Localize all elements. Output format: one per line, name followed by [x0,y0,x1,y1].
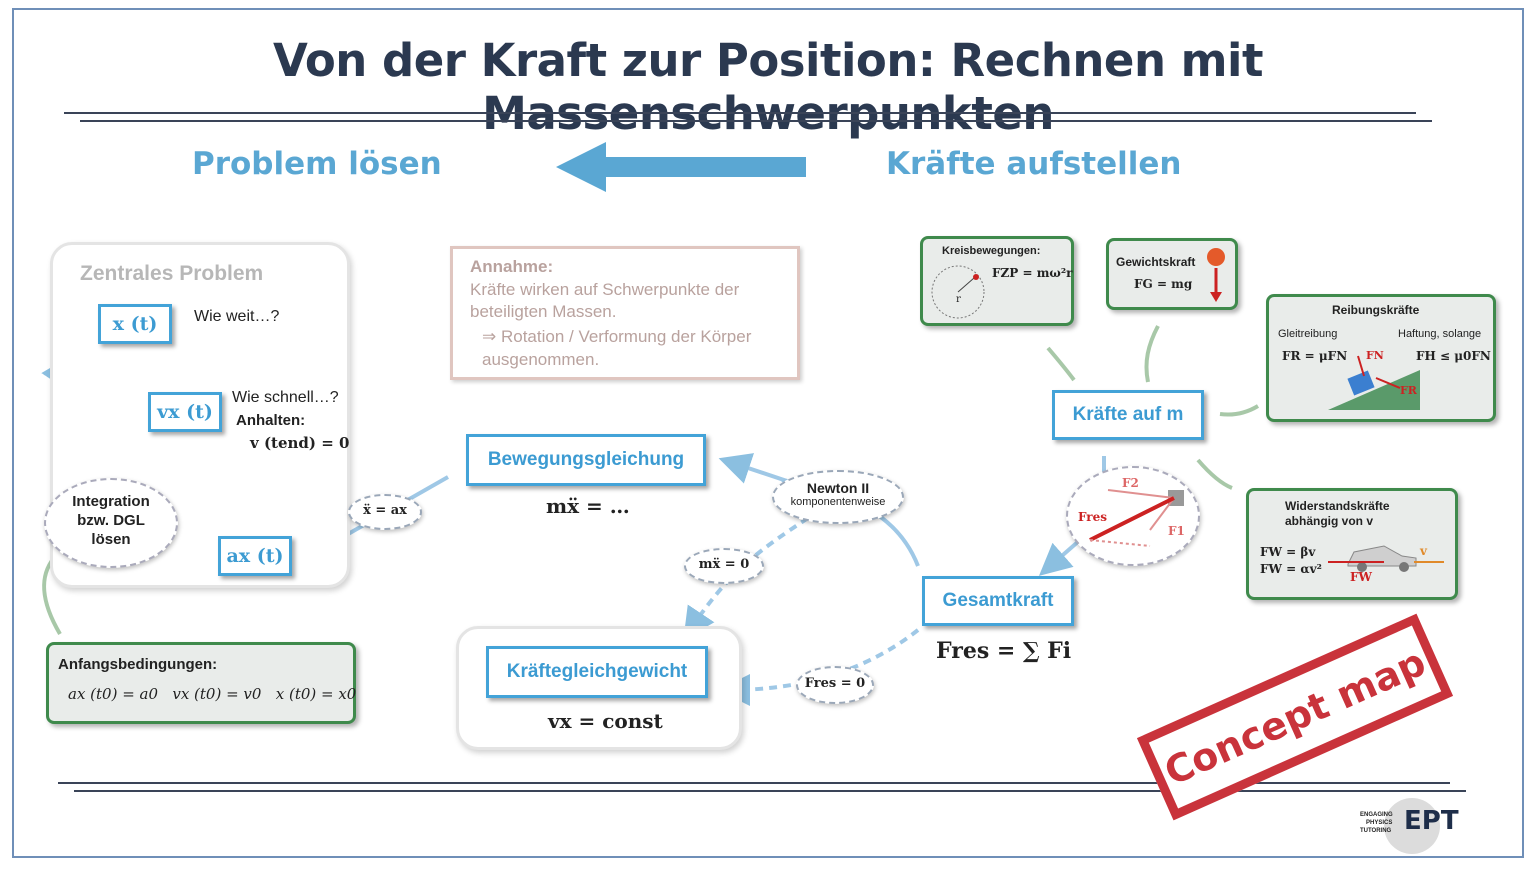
assumption-line2: ⇒ Rotation / Verformung der Körper ausge… [482,327,752,369]
equilibrium-formula: vx = const [548,709,663,733]
newton-label: Newton II [806,480,870,496]
friction-static-label: Haftung, solange [1398,328,1482,340]
vector-label-f1: F1 [1168,524,1185,538]
arrow-left-icon [556,142,806,192]
wie-schnell-label: Wie schnell…? [232,389,339,406]
position-box: x (t) [98,304,172,344]
initial-conditions-label: Anfangsbedingungen: [58,656,218,673]
equation-of-motion-formula: mẍ = … [546,494,630,518]
friction-static-formula: FH ≤ μ0FN [1416,349,1491,363]
forces-on-m-box: Kräfte auf m [1052,390,1204,440]
drag-force-formula-2: FW = αv² [1260,562,1322,576]
anhalten-label: Anhalten: [236,412,306,429]
equation-of-motion-box: Bewegungsgleichung [466,434,706,486]
integration-label: Integration bzw. DGL lösen [72,493,150,548]
drag-force-box [1246,488,1458,600]
logo-small-3: TUTORING [1360,828,1392,834]
acceleration-box: ax (t) [218,536,292,576]
heading-problem-loesen: Problem lösen [192,146,442,182]
drag-force-arrow-label: FW [1350,570,1372,584]
circle-motion-icon [931,265,985,319]
wie-weit-label: Wie weit…? [194,308,280,325]
circular-motion-label: Kreisbewegungen: [942,245,1041,257]
vector-label-fres: Fres [1078,510,1108,524]
logo-small-1: ENGAGING [1360,812,1393,818]
friction-force-label: FR [1400,384,1417,397]
ept-logo [1384,798,1440,854]
initial-conditions-box [46,642,356,724]
car-icon [1328,545,1444,572]
page-title: Von der Kraft zur Position: Rechnen mit … [273,34,1263,140]
friction-sliding-label: Gleitreibung [1278,328,1338,340]
drag-force-label-2: abhängig von v [1285,514,1374,528]
fres-zero-oval: Fres = 0 [796,666,874,704]
circular-motion-box [920,236,1074,326]
integration-oval: Integration bzw. DGL lösen [44,478,178,568]
total-force-formula: Fres = ∑ Fi [936,638,1072,664]
footer-rule-top [58,782,1450,784]
title-rule-bottom [80,120,1432,122]
acceleration-oval: ẍ = ax [348,494,422,530]
weight-force-label: Gewichtskraft [1116,255,1196,269]
slide-frame [12,8,1524,858]
drag-velocity-label: v [1420,544,1427,558]
friction-label: Reibungskräfte [1332,303,1420,317]
friction-sliding-formula: FR = μFN [1282,349,1348,363]
weight-force-formula: FG = mg [1134,277,1193,291]
assumption-label: Annahme: [470,257,554,276]
logo-small-2: PHYSICS [1366,820,1393,826]
newton-oval: Newton II komponentenweise [772,470,904,524]
initial-conditions-equation: ax (t0) = a0 vx (t0) = v0 x (t0) = x0 [68,685,357,703]
circular-motion-formula: FZP = mω²r [992,266,1073,280]
mx-zero-oval: mẍ = 0 [684,548,764,584]
velocity-box: vx (t) [148,392,222,432]
central-problem-label: Zentrales Problem [80,262,264,285]
anhalten-equation: v (tend) = 0 [250,434,350,452]
drag-force-label-1: Widerstandskräfte [1285,499,1390,513]
newton-sublabel: komponentenweise [790,496,886,508]
title-rule-top [64,112,1416,114]
equilibrium-box: Kräftegleichgewicht [486,646,708,698]
friction-normal-label: FN [1366,349,1384,362]
assumption-box [450,246,800,380]
vector-triangle-icon: F2 F1 Fres [1066,466,1200,566]
drag-force-formula-1: FW = βv [1260,545,1316,559]
apple-icon [1207,248,1225,302]
circular-motion-radius: r [956,294,961,305]
incline-icon [1328,355,1420,410]
footer-rule-bottom [74,790,1466,792]
heading-kraefte-aufstellen: Kräfte aufstellen [886,146,1182,182]
vector-label-f2: F2 [1122,476,1139,490]
assumption-line1: Kräfte wirken auf Schwerpunkte der betei… [470,280,740,321]
total-force-box: Gesamtkraft [922,576,1074,626]
logo-big: EPT [1404,806,1459,836]
